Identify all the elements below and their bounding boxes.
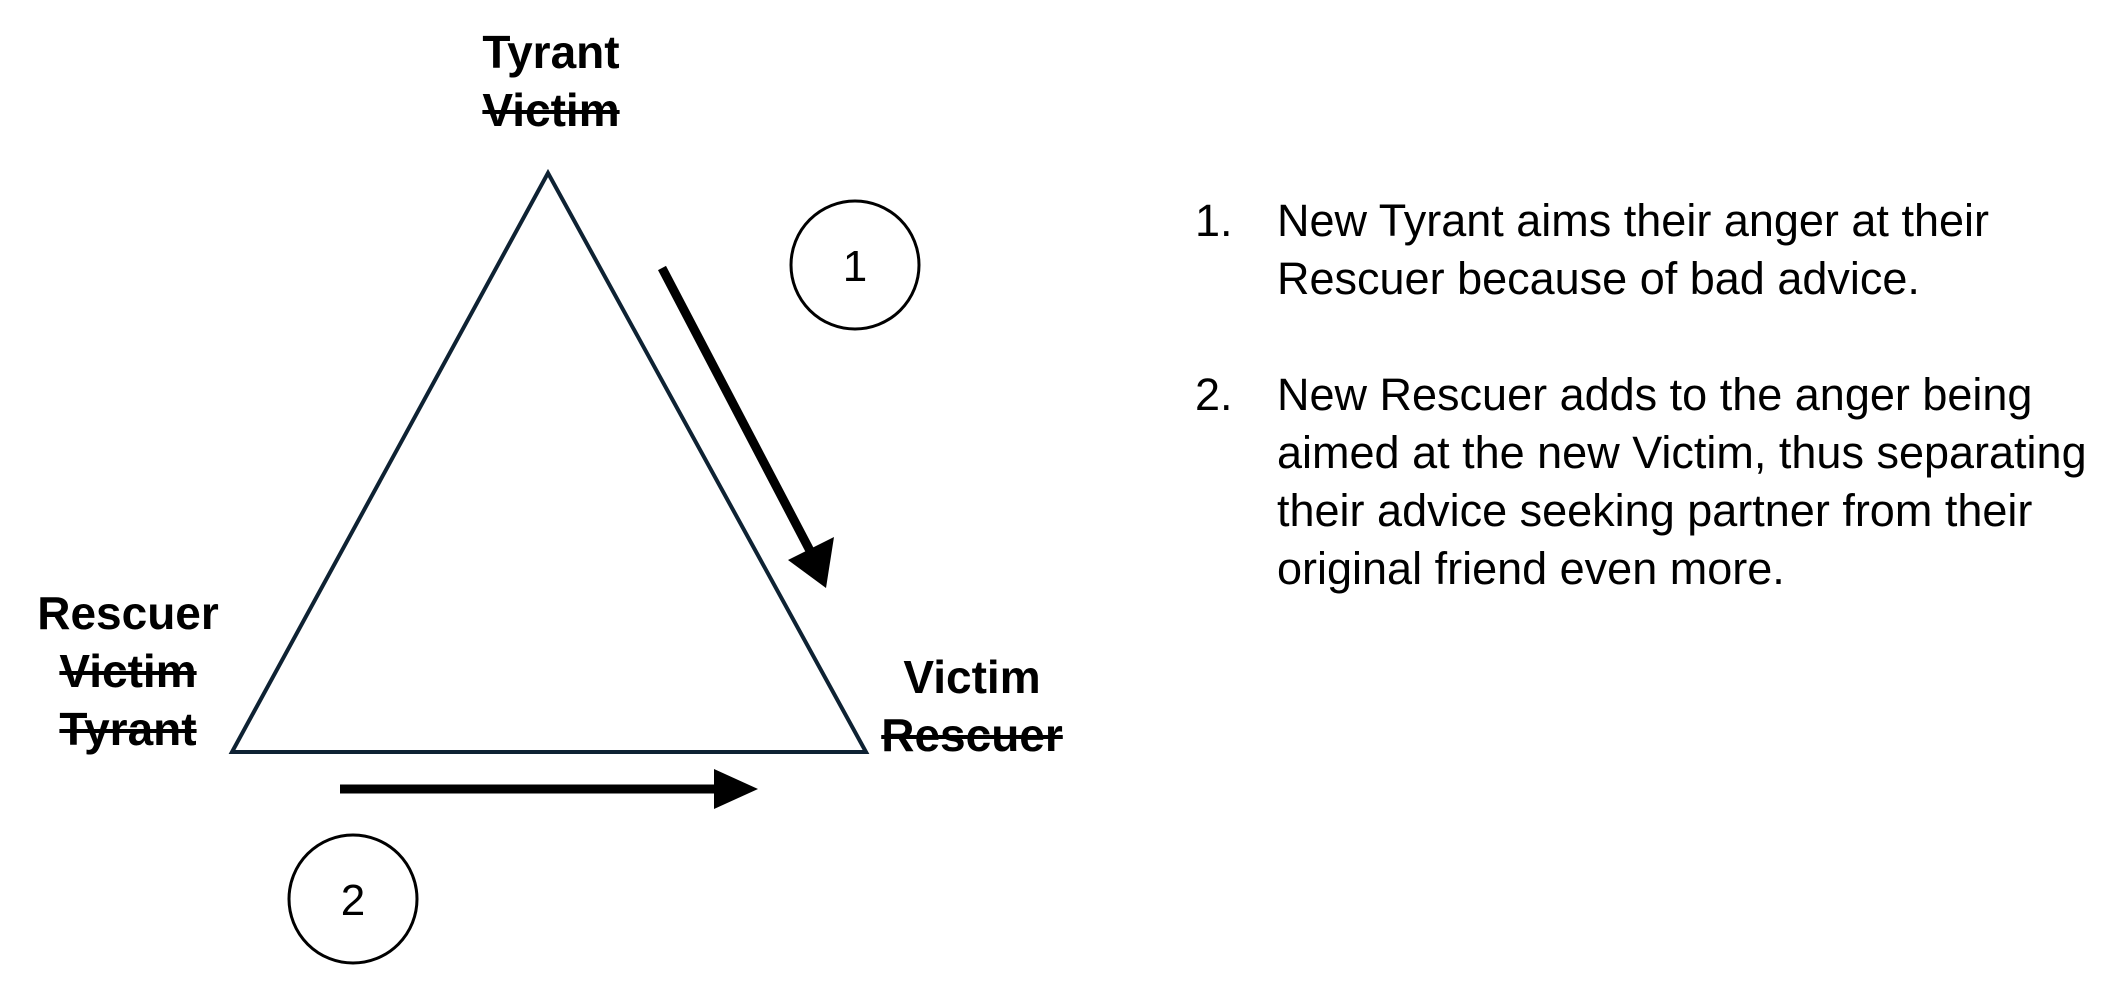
list-item-text: New Rescuer adds to the anger being aime…	[1277, 369, 2087, 594]
step-marker-1-label: 1	[843, 242, 867, 291]
node-right: Victim Rescuer	[870, 648, 1074, 764]
node-right-struck-role: Rescuer	[881, 709, 1063, 761]
node-left-struck-role: Tyrant	[59, 703, 197, 755]
arrow-top-to-right	[658, 265, 834, 588]
drama-triangle	[228, 168, 870, 754]
node-top-struck-role: Victim	[482, 84, 620, 136]
node-left-struck-role: Victim	[59, 645, 197, 697]
list-item-number: 1.	[1195, 195, 1233, 246]
list-item-text: New Tyrant aims their anger at their Res…	[1277, 195, 1989, 304]
list-item-number: 2.	[1195, 369, 1233, 420]
node-right-role: Victim	[903, 651, 1041, 703]
node-left: Rescuer Victim Tyrant	[26, 584, 230, 758]
list-item: 2. New Rescuer adds to the anger being a…	[1195, 366, 2095, 598]
node-top: Tyrant Victim	[448, 23, 654, 139]
steps-list: 1. New Tyrant aims their anger at their …	[1195, 192, 2095, 656]
arrow-left-to-right	[340, 769, 758, 809]
node-left-role: Rescuer	[37, 587, 219, 639]
step-marker-1: 1	[789, 199, 921, 331]
list-item: 1. New Tyrant aims their anger at their …	[1195, 192, 2095, 308]
step-marker-2: 2	[287, 833, 419, 965]
node-top-role: Tyrant	[482, 26, 620, 78]
step-marker-2-label: 2	[341, 876, 365, 925]
